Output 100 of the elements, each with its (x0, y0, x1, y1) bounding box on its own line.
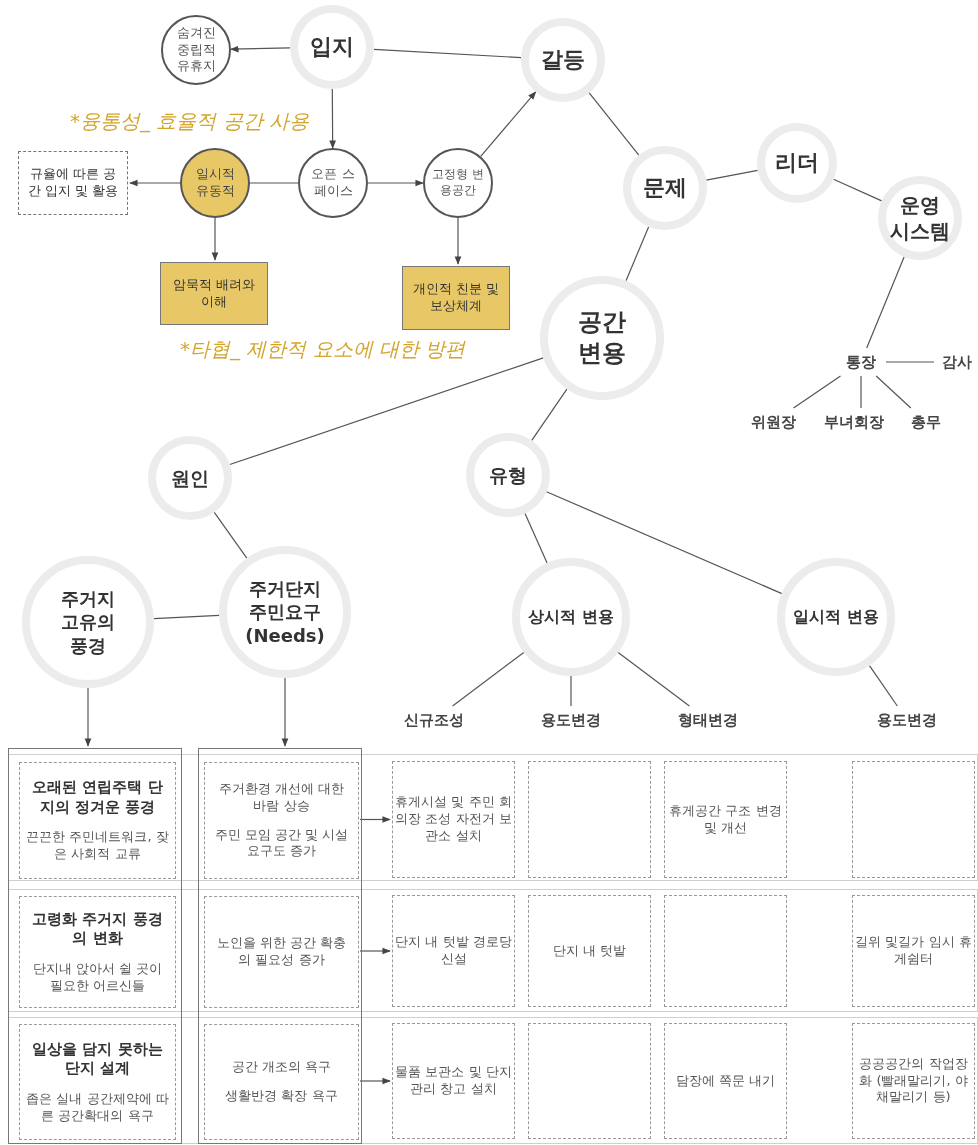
table-cell (204, 762, 359, 879)
cell-heading: 담장에 쪽문 내기 (675, 1072, 776, 1090)
node-label: 고정형 변용공간 (431, 167, 485, 199)
connector-line (868, 665, 898, 707)
annotation-text: *융통성_ 효율적 공간 사용 (70, 108, 310, 135)
cell-heading: 주거환경 개선에 대한 바람 상승 (217, 780, 346, 815)
table-cell (19, 896, 176, 1008)
arrow (359, 947, 391, 955)
connector-line (524, 512, 548, 564)
connector-line (213, 511, 248, 559)
node-label: 원인 (171, 465, 209, 491)
arrow (367, 179, 424, 187)
table-cell (204, 896, 359, 1008)
node-label: 암묵적 배려와 이해 (171, 276, 257, 311)
connector-line (705, 169, 759, 181)
table-cell (664, 761, 787, 878)
connector-line (452, 651, 525, 707)
table-cell (664, 1023, 787, 1139)
node-label: 입지 (310, 32, 354, 61)
table-cell (19, 762, 176, 879)
cell-text: 좁은 실내 공간제약에 따른 공간확대의 욕구 (26, 1090, 169, 1125)
cell-text: 단지내 앉아서 쉴 곳이 필요한 어르신들 (31, 960, 164, 995)
node-label: 주거단지 주민요구 (Needs) (244, 576, 326, 648)
node-label: 규율에 따른 공간 입지 및 활용 (26, 166, 120, 200)
node-label: 상시적 변용 (528, 606, 614, 628)
arrow (84, 687, 92, 747)
cell-heading: 단지 내 텃밭 (552, 942, 627, 960)
cell-heading: 단지 내 텃밭 경로당 신설 (395, 934, 512, 968)
note-box (18, 151, 128, 215)
annotation-text: *타협_ 제한적 요소에 대한 방편 (180, 336, 466, 363)
column-frame (8, 748, 182, 1144)
table-cell (392, 1023, 515, 1139)
term-text: 총무 (904, 410, 948, 434)
node-label: 오픈 스페이스 (311, 166, 355, 200)
connector-line (625, 226, 650, 282)
table-cell (204, 1024, 359, 1140)
node-label: 운영 시스템 (889, 192, 951, 244)
connector-line (249, 182, 299, 184)
arrow (129, 179, 181, 187)
cell-heading: 물품 보관소 및 단지관리 창고 설치 (395, 1064, 512, 1098)
node-label: 갈등 (541, 45, 585, 74)
node-label: 유형 (489, 462, 527, 488)
table-cell (852, 1023, 975, 1139)
arrow (359, 1077, 391, 1085)
arrow (454, 217, 462, 265)
empty-cell (528, 1023, 651, 1139)
connector-line (885, 361, 935, 363)
table-cell (392, 895, 515, 1007)
term-text: 용도변경 (535, 708, 607, 732)
node-label: 일시적 유동적 (194, 166, 236, 200)
connector-line (792, 375, 842, 409)
connector-line (545, 491, 783, 595)
highlight-box (160, 262, 268, 325)
node-label: 리더 (775, 148, 819, 177)
node-label: 일시적 변용 (793, 606, 879, 628)
table-cell (528, 895, 651, 1007)
node-label: 공간 변용 (577, 306, 627, 369)
connector-line (860, 375, 862, 409)
connector-line (866, 256, 905, 349)
node-label: 주거지 고유의 풍경 (60, 586, 116, 658)
empty-cell (528, 761, 651, 878)
table-cell (392, 761, 515, 878)
arrow (230, 45, 291, 53)
column-frame (198, 748, 362, 1144)
table-cell (19, 1024, 176, 1140)
arrow (211, 217, 219, 261)
connector-line (153, 614, 220, 620)
node-label: 문제 (643, 173, 687, 202)
arrow (359, 816, 391, 823)
table-cell (852, 895, 975, 1007)
term-text: 형태변경 (672, 708, 744, 732)
term-text: 용도변경 (871, 708, 943, 732)
connector-line (570, 675, 572, 707)
term-text: 신규조성 (398, 708, 470, 732)
cell-heading: 오래된 연립주택 단지의 정겨운 풍경 (31, 778, 164, 818)
cell-text: 끈끈한 주민네트워크, 잦은 사회적 교류 (26, 829, 169, 863)
cell-heading: 휴게시설 및 주민 회의장 조성 자전거 보관소 설치 (395, 794, 512, 845)
cell-heading: 일상을 담지 못하는 단지 설계 (31, 1039, 164, 1079)
connector-line (617, 651, 690, 707)
term-text: 통장 (838, 350, 884, 374)
arrow (281, 677, 289, 747)
cell-text: 주민 모임 공간 및 시설 요구도 증가 (213, 826, 350, 861)
connector-line (531, 388, 568, 441)
cell-heading: 공간 개조의 욕구 (231, 1059, 332, 1076)
connector-line (229, 357, 544, 466)
cell-heading: 길위 및길가 임시 휴게쉼터 (855, 934, 972, 968)
empty-cell (664, 895, 787, 1007)
connector-line (832, 178, 883, 202)
term-text: 위원장 (746, 410, 800, 434)
connector-line (588, 92, 640, 156)
arrow (329, 88, 336, 149)
cell-heading: 공공공간의 작업장화 (빨래말리기, 야채말리기 등) (858, 1055, 969, 1107)
arrow (480, 91, 537, 157)
term-text: 감사 (936, 350, 978, 374)
node-label: 개인적 친분 및 보상체계 (411, 281, 501, 315)
connector-line (373, 48, 522, 59)
node-label: 숨겨진 중립적 유휴지 (175, 24, 217, 76)
cell-heading: 노인을 위한 공간 확충의 필요성 증가 (215, 935, 348, 969)
term-text: 부녀회장 (818, 410, 890, 434)
cell-text: 생활반경 확장 욕구 (225, 1088, 338, 1105)
